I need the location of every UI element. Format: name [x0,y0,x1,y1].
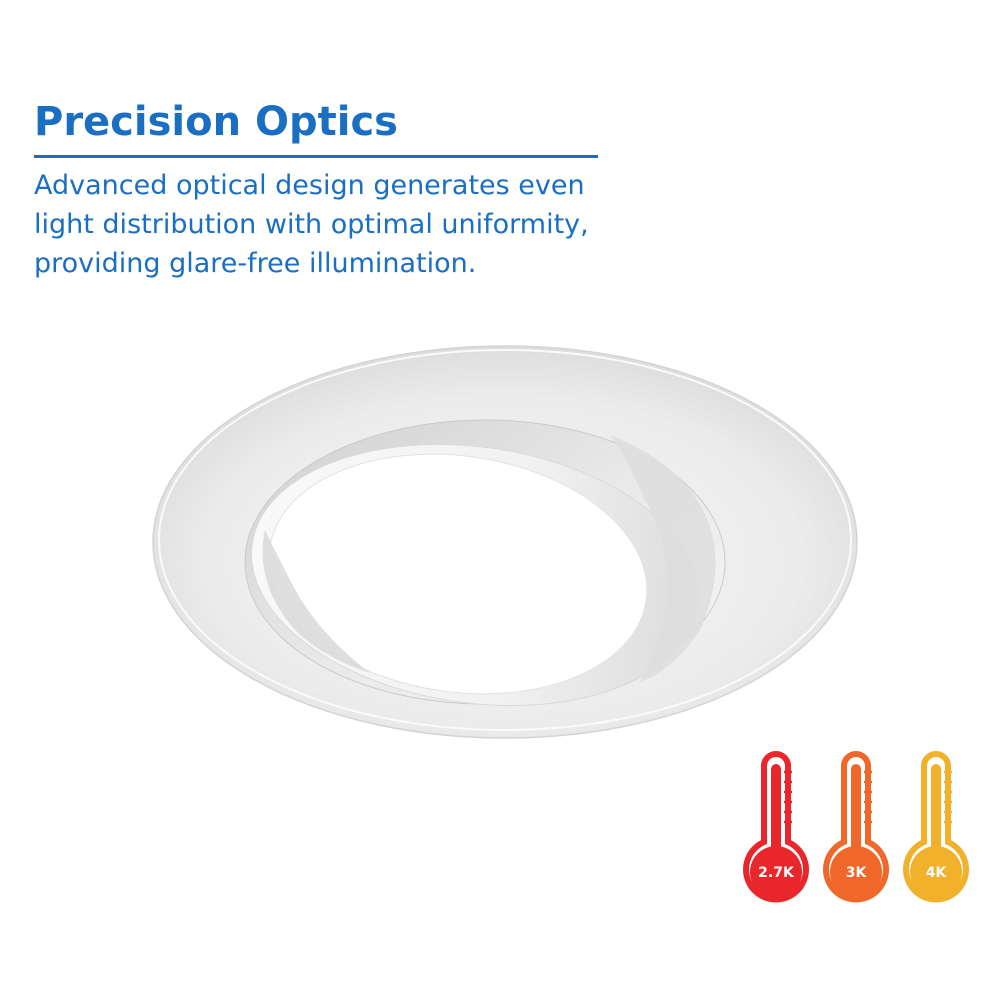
description-line: providing glare-free illumination. [34,248,477,279]
description: Advanced optical design generates even l… [34,166,594,283]
thermometer-icon [743,751,809,903]
temperature-label: 3K [845,865,867,881]
temperature-label: 4K [925,865,947,881]
description-line: light distribution with optimal uniformi… [34,209,589,240]
thermometer-icon [823,751,889,903]
temperature-label: 2.7K [758,865,794,881]
headline-underline [34,155,598,158]
recessed-light-trim-image [152,345,858,739]
description-line: Advanced optical design generates even [34,170,585,201]
thermometer-4000k: 4K [900,744,972,912]
headline: Precision Optics [34,99,398,145]
thermometer-icon [903,751,969,903]
thermometer-3000k: 3K [820,744,892,912]
thermometer-2700k: 2.7K [740,744,812,912]
color-temperature-options: 2.7K 3K 4K [740,744,970,912]
